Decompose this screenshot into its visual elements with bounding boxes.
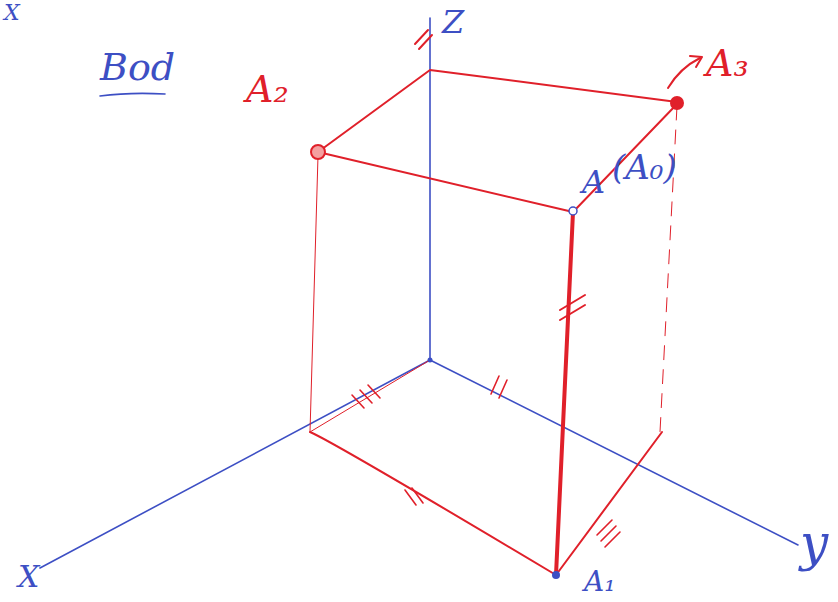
- equal-mark: [405, 488, 423, 505]
- point-label: A₁: [584, 568, 615, 596]
- equal-mark: [415, 30, 432, 49]
- top-edge: [318, 70, 677, 152]
- x-axis: [40, 360, 430, 568]
- point: [670, 96, 684, 110]
- axis-label: X: [4, 2, 20, 24]
- arrow-head: [690, 56, 702, 67]
- top-edge: [318, 104, 677, 212]
- projection-line: [310, 156, 318, 432]
- equal-mark: [491, 376, 507, 398]
- axis-label: Z: [442, 6, 464, 38]
- axis-label: y: [800, 518, 828, 568]
- y-axis: [430, 360, 798, 545]
- vertical-edge: [556, 212, 573, 575]
- point: [311, 145, 325, 159]
- point: [552, 571, 560, 579]
- origin: [428, 358, 433, 363]
- point-label: A: [582, 166, 605, 198]
- pointer-arrow: [668, 58, 700, 88]
- point-label: A₃: [706, 44, 749, 82]
- bottom-edge: [310, 360, 430, 432]
- equal-mark: [560, 295, 585, 320]
- bottom-edge: [556, 432, 662, 575]
- point: [569, 207, 577, 215]
- title: Bod: [100, 48, 175, 86]
- axis-label: X: [18, 562, 39, 592]
- point-label: (A₀): [612, 150, 677, 184]
- equal-mark: [352, 385, 380, 408]
- equal-mark: [597, 520, 620, 547]
- point-label: A₂: [246, 70, 289, 108]
- bottom-edge: [310, 432, 556, 575]
- title-underline: [100, 93, 165, 96]
